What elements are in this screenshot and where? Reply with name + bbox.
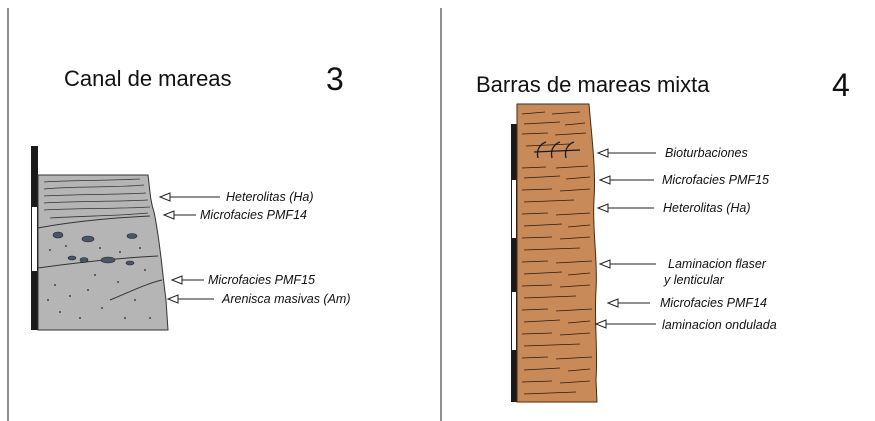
channel-surface	[37, 215, 151, 229]
label-pmf14-right: Microfacies PMF14	[660, 296, 767, 310]
mud-clasts	[52, 231, 138, 266]
label-laminacion-ondulada: laminacion ondulada	[662, 318, 777, 332]
heterolith-laminae	[43, 178, 151, 219]
label-heterolitas-left: Heterolitas (Ha)	[226, 190, 314, 204]
sand-grains	[47, 245, 151, 319]
channel-surface	[109, 279, 163, 301]
bioturbation-burrows	[533, 141, 581, 159]
label-pmf15-right: Microfacies PMF15	[662, 173, 769, 187]
tidal-channel-column	[37, 174, 169, 331]
left-panel-number: 3	[326, 61, 344, 97]
right-arrows	[594, 148, 656, 329]
label-pmf15-left: Microfacies PMF15	[208, 273, 315, 287]
laminae	[521, 111, 593, 395]
left-panel-title: Canal de mareas	[64, 66, 232, 91]
label-pmf14-left: Microfacies PMF14	[200, 208, 307, 222]
left-scale-bar-gap	[32, 207, 37, 271]
label-laminacion-flaser: Laminacion flaser	[668, 257, 767, 271]
right-scale-bar	[511, 124, 517, 402]
right-panel-title: Barras de mareas mixta	[476, 72, 710, 97]
label-y-lenticular: y lenticular	[663, 273, 725, 287]
right-scale-bar-gap	[512, 180, 516, 238]
right-panel-number: 4	[832, 67, 850, 103]
tidal-bar-column	[516, 103, 598, 403]
label-bioturbaciones: Bioturbaciones	[665, 146, 748, 160]
channel-surface	[37, 255, 159, 269]
left-arrows	[158, 192, 220, 304]
label-arenisca-masivas: Arenisca masivas (Am)	[221, 292, 351, 306]
label-heterolitas-right: Heterolitas (Ha)	[663, 201, 751, 215]
right-scale-bar-gap	[512, 292, 516, 350]
